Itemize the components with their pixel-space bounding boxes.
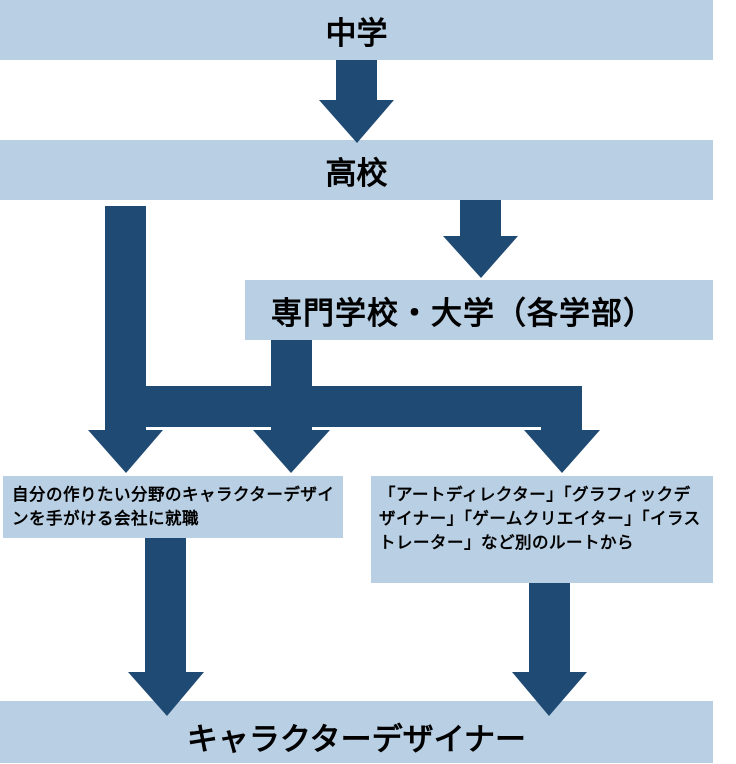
- node-company-job: 自分の作りたい分野のキャラクターデザインを手がける会社に就職: [3, 476, 343, 538]
- arrow-company-to-goal: [128, 538, 204, 716]
- arrow-vocational-to-company: [253, 340, 330, 473]
- node-goal-label: キャラクターデザイナー: [186, 721, 527, 758]
- node-vocational-university-label: 専門学校・大学（各学部）: [271, 295, 655, 332]
- node-vocational-university: 専門学校・大学（各学部）: [245, 280, 713, 340]
- arrow-high-school-to-vocational: [443, 200, 518, 278]
- node-junior-high-label: 中学: [325, 15, 388, 52]
- node-other-routes: 「アートディレクター」「グラフィックデザイナー」「ゲームクリエイター」「イラスト…: [371, 476, 713, 583]
- arrow-junior-high-to-high-school: [319, 60, 394, 143]
- arrow-high-school-to-company: [88, 206, 163, 473]
- node-other-routes-label: 「アートディレクター」「グラフィックデザイナー」「ゲームクリエイター」「イラスト…: [379, 485, 701, 552]
- connector-horizontal-bar: [105, 386, 582, 427]
- node-high-school-label: 高校: [325, 155, 388, 192]
- node-junior-high: 中学: [0, 0, 713, 60]
- node-goal-character-designer: キャラクターデザイナー: [0, 701, 713, 763]
- node-high-school: 高校: [0, 140, 713, 200]
- arrow-other-routes-to-goal: [512, 583, 587, 716]
- node-company-job-label: 自分の作りたい分野のキャラクターデザインを手がける会社に就職: [12, 485, 335, 528]
- arrow-to-other-routes: [524, 386, 600, 473]
